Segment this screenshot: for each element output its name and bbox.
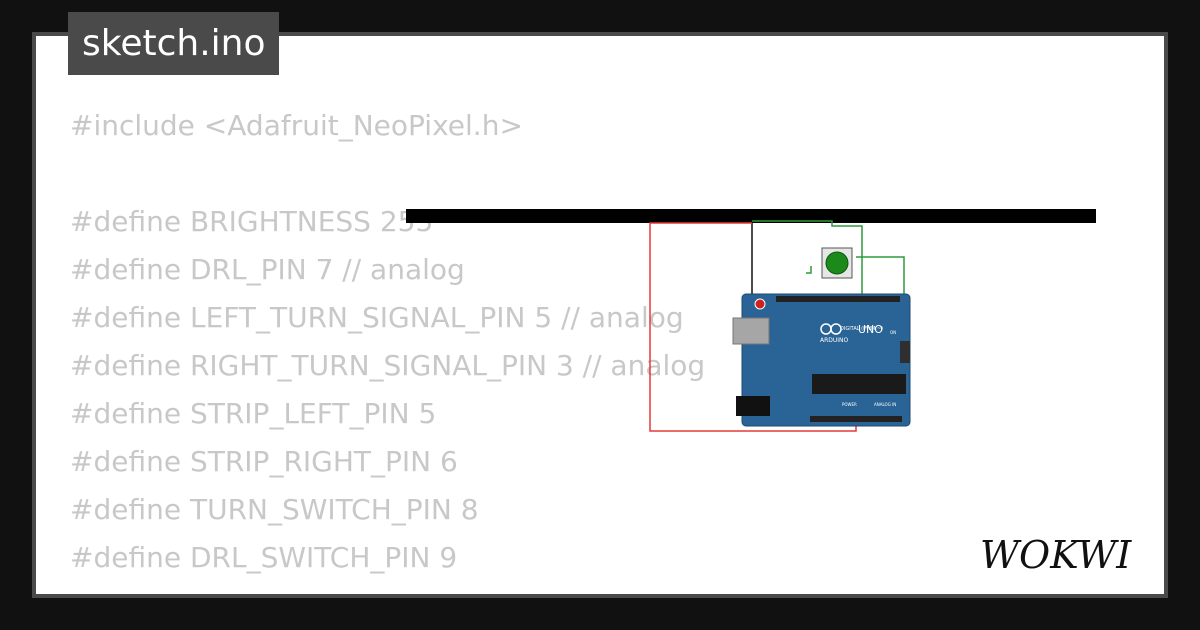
analog-label: ANALOG IN	[874, 402, 896, 407]
digital-header	[776, 296, 900, 302]
arduino-uno-board: DIGITAL (PWM ~) UNO ARDUINO ON POWER ANA…	[732, 293, 911, 427]
code-line: #define BRIGHTNESS 255	[70, 205, 434, 238]
wokwi-logo-icon: WOKWI	[980, 533, 1132, 577]
code-line: #define RIGHT_TURN_SIGNAL_PIN 3 // analo…	[70, 349, 706, 382]
wire-black	[736, 223, 753, 412]
code-line: #define LEFT_TURN_SIGNAL_PIN 5 // analog	[70, 301, 684, 334]
reset-button	[754, 298, 766, 310]
code-line: #define DRL_SWITCH_PIN 9	[70, 541, 458, 574]
microcontroller-chip	[812, 374, 906, 394]
icsp-header	[900, 341, 910, 363]
code-line: #define DRL_PIN 7 // analog	[70, 253, 465, 286]
code-line: #define LEDS 15	[70, 582, 705, 594]
code-preview: #include <Adafruit_NeoPixel.h> #define BR…	[70, 102, 706, 594]
digital-label: DIGITAL (PWM ~)	[840, 326, 883, 332]
file-tab-label: sketch.ino	[82, 23, 266, 64]
wire-green-1	[752, 220, 863, 294]
uno-label: UNO	[858, 323, 883, 336]
wire-green-2	[806, 266, 812, 274]
on-label: ON	[890, 330, 896, 335]
code-line	[70, 150, 705, 198]
pushbutton	[821, 247, 853, 279]
file-tab[interactable]: sketch.ino	[68, 12, 280, 75]
power-analog-header	[810, 416, 902, 422]
arduino-logo-icon	[820, 323, 832, 335]
code-line: #include <Adafruit_NeoPixel.h>	[70, 109, 523, 142]
wire-green-3	[856, 256, 905, 294]
power-jack	[736, 396, 770, 416]
power-label: POWER	[842, 402, 857, 407]
usb-port	[732, 317, 770, 345]
wokwi-logo-text: WOKWI	[980, 533, 1132, 577]
preview-card: #include <Adafruit_NeoPixel.h> #define BR…	[32, 32, 1168, 598]
arduino-label: ARDUINO	[820, 337, 849, 344]
code-line: #define STRIP_LEFT_PIN 5	[70, 397, 437, 430]
code-line: #define STRIP_RIGHT_PIN 6	[70, 445, 458, 478]
code-line: #define TURN_SWITCH_PIN 8	[70, 493, 479, 526]
